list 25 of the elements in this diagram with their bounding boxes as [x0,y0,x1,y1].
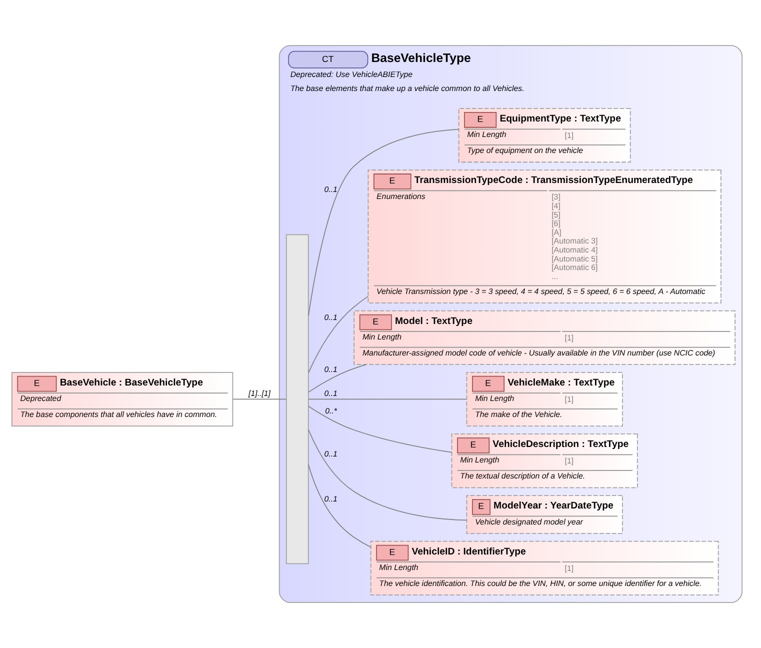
connector [308,128,460,316]
connector [308,364,367,393]
node-box: E VehicleID : IdentifierType Min Length [1] The vehicle identification. This could be the VIN, HIN, or some unique identifier for a vehicle. [370,540,719,596]
node-box: E VehicleDescription : TextType Min Length [1] The textual description of a Vehicle. [451,434,638,488]
node-box: E Model : TextType Min Length [1] Manufacturer-assigned model code of vehicle - Usually available in the VIN number (use NCIC code) [354,310,736,365]
connector [232,398,287,400]
node-box: E EquipmentType : TextType Min Length [1] Type of equipment on the vehicle [458,108,631,163]
node-box: E VehicleMake : TextType Min Length [1] The make of the Vehicle. [466,372,623,426]
connector [308,296,369,374]
connector [308,429,468,521]
connector [308,398,468,400]
node-box: E BaseVehicle : BaseVehicleType Deprecated The base components that all vehicles have in common. [11,372,234,426]
edge-label: 0..* [325,406,337,416]
edge-label: 0..1 [324,450,338,459]
node-box: E TransmissionTypeCode : TransmissionTypeEnumeratedType Enumerations [3] [4] [5] [6] [A] [Automatic 3] [Automatic 4] [Automatic 5] [Automatic 6] ... Vehicle Transmission type - 3 = 3 speed, 4 = 4 speed, 5 = 5 speed, 6 = 6 speed, A - Automatic [368,170,722,304]
node-bar [286,234,309,564]
edge-label: 0..1 [324,388,338,398]
edge-label: 0..1 [324,365,338,374]
edge-label: 0..1 [324,494,338,504]
connector [308,406,452,453]
connector [308,464,372,548]
edge-label: [1]..[1] [248,388,271,398]
edge-label: 0..1 [324,313,338,322]
edge-label: 0..1 [324,184,338,194]
node-box: E ModelYear : YearDateType Vehicle designated model year [466,495,623,534]
